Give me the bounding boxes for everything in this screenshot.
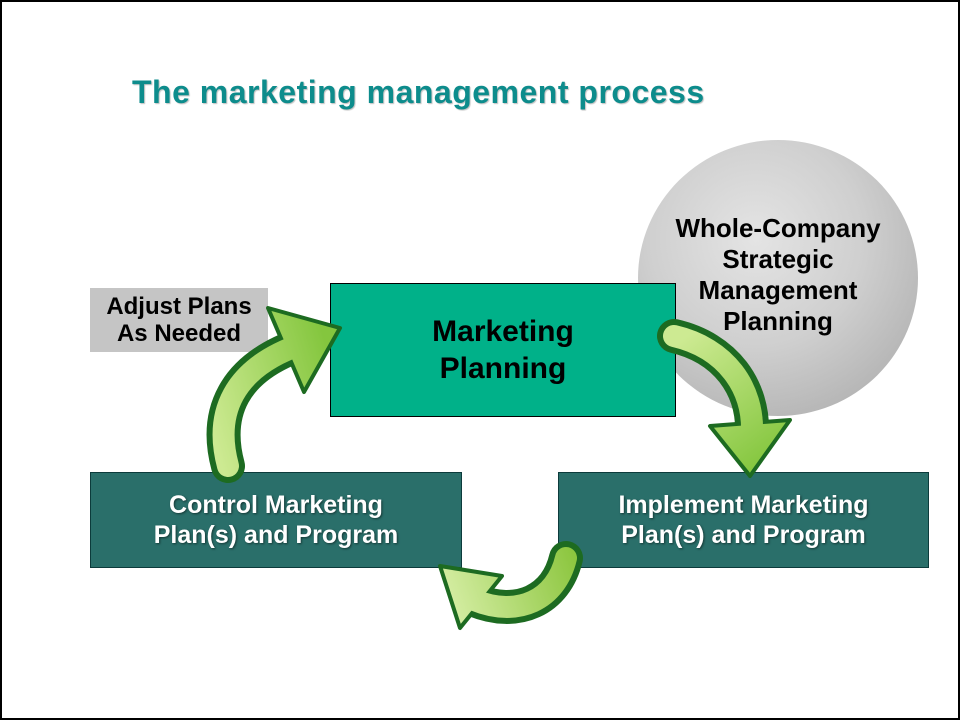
adjust-plans-line-2: As Needed — [116, 320, 242, 347]
implement-marketing-line-2: Plan(s) and Program — [621, 521, 866, 549]
page-title: The marketing management process — [132, 74, 705, 110]
control-marketing-box: Control Marketing Plan(s) and Program — [90, 472, 462, 568]
circle-line-1: Whole-Company — [675, 213, 881, 243]
implement-marketing-line-1: Implement Marketing — [618, 491, 869, 519]
circle-line-2: Strategic — [722, 244, 834, 274]
marketing-planning-box: Marketing Planning — [330, 283, 676, 417]
control-marketing-line-1: Control Marketing — [169, 491, 383, 519]
adjust-plans-line-1: Adjust Plans — [106, 293, 252, 320]
circle-line-3: Management — [698, 275, 858, 305]
arrow-implement-to-control-icon — [438, 541, 583, 630]
arrowhead — [438, 564, 504, 630]
adjust-plans-box: Adjust Plans As Needed — [90, 288, 268, 352]
control-marketing-line-2: Plan(s) and Program — [153, 521, 399, 549]
marketing-planning-line-2: Planning — [439, 352, 567, 385]
circle-line-4: Planning — [723, 306, 833, 336]
whole-company-label: Whole-Company Strategic Management Plann… — [675, 213, 880, 337]
marketing-planning-line-1: Marketing — [432, 315, 574, 348]
implement-marketing-box: Implement Marketing Plan(s) and Program — [558, 472, 929, 568]
whole-company-circle: Whole-Company Strategic Management Plann… — [638, 140, 918, 416]
arrowhead — [708, 418, 792, 478]
